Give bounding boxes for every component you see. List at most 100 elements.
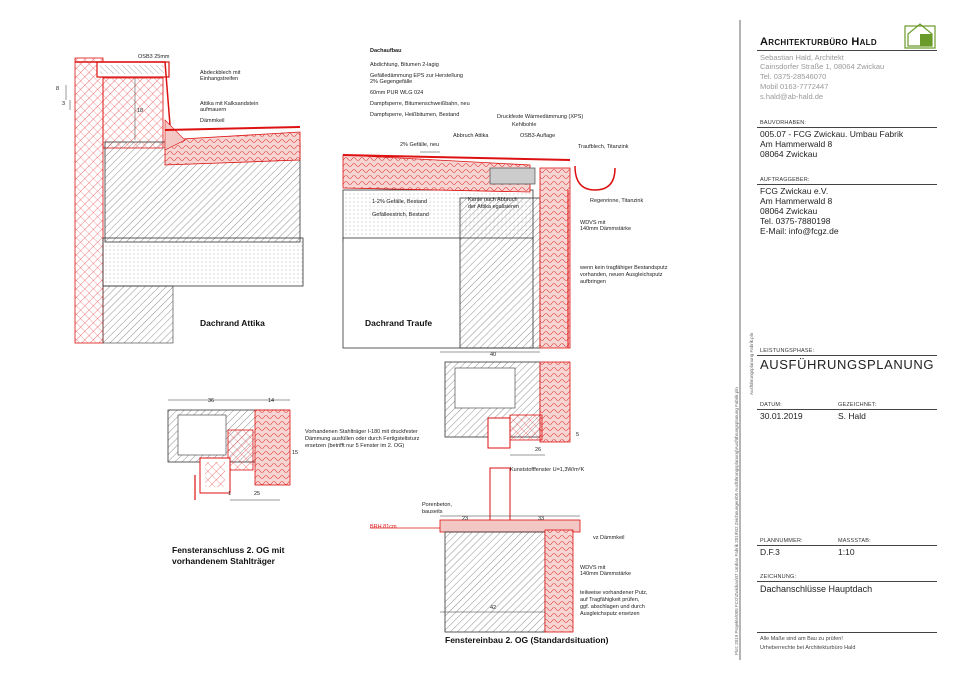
dim-18: 18 (137, 108, 144, 114)
plannummer-value: D.F.3 (760, 547, 780, 557)
label-gefaelle-neu: 2% Gefälle, neu (400, 142, 440, 148)
datum-value: 30.01.2019 (760, 411, 803, 421)
detail-attika (65, 57, 304, 344)
label-vz-daemmkeil: vz Dämmkeil (593, 535, 625, 541)
dim-5: 5 (576, 432, 580, 438)
label-stahl-1: Vorhandenen Stahlträger I-180 mit druckf… (305, 429, 418, 435)
auftraggeber-line-5: E-Mail: info@fcgz.de (760, 226, 839, 236)
label-wdvs-1: WDVS mit (580, 220, 606, 226)
dim-23: 23 (462, 516, 469, 522)
label-traufblech: Traufblech, Titanzink (578, 144, 629, 150)
label-brh: BRH 81cm (370, 524, 397, 530)
auftraggeber-label: AUFTRAGGEBER: (760, 177, 810, 183)
detail-traufe (342, 151, 616, 349)
detail-fenstereinbau (370, 351, 581, 633)
label-gefaelle-bestand: 1-2% Gefälle, Bestand (372, 199, 428, 205)
footer-line-1: Alle Maße sind am Bau zu prüfen! (760, 636, 843, 642)
datum-label: DATUM: (760, 402, 782, 408)
dim-25: 25 (254, 491, 261, 497)
dim-33: 33 (538, 516, 545, 522)
label-wdvs-2: 140mm Dämmstärke (580, 226, 632, 232)
office-name: Architekturbüro Hald (760, 36, 877, 48)
label-druckfest: Druckfeste Wärmedämmung (XPS) (497, 114, 584, 120)
label-putz4-3: ggf. abschlagen und durch (580, 604, 645, 610)
label-stahl-2: Dämmung ausfüllen oder durch Fertigstelt… (305, 436, 420, 442)
dachaufbau-line-1: Abdichtung, Bitumen 2-lagig (370, 62, 439, 68)
gezeichnet-label: GEZEICHNET: (838, 402, 877, 408)
title-fenster-1: Fensteranschluss 2. OG mit (172, 545, 285, 555)
address-line-2: Cainsdorfer Straße 1, 08064 Zwickau (760, 62, 885, 71)
label-attika-2: aufmauern (200, 107, 227, 113)
gezeichnet-value: S. Hald (838, 411, 866, 421)
massstab-value: 1:10 (838, 547, 855, 557)
address-line-3: Tel. 0375-28546070 (760, 72, 827, 81)
titleblock-frame (739, 20, 936, 660)
dim-26: 26 (535, 447, 542, 453)
label-wdvs2-1: WDVS mit (580, 565, 606, 571)
bauvorhaben-line-3: 08064 Zwickau (760, 149, 818, 159)
dim-42: 42 (490, 605, 497, 611)
address-line-5: s.hald@ab-hald.de (760, 92, 824, 101)
title-traufe: Dachrand Traufe (365, 318, 433, 328)
label-putz-1: wenn kein tragfähiger Bestandsputz (580, 265, 668, 271)
title-fenster-2: vorhandenem Stahlträger (172, 556, 275, 566)
footer-line-2: Urheberrechte bei Architekturbüro Hald (760, 645, 856, 651)
plannummer-label: PLANNUMMER: (760, 538, 803, 544)
label-porenbeton-2: bauseits (422, 509, 443, 515)
side-plot-path: Plot: 2019 Projekte\005 FCG\Zwickau\07 U… (734, 387, 739, 655)
label-kante-1: Kante nach Abbruch (468, 197, 518, 203)
dachaufbau-title: Dachaufbau (370, 48, 402, 54)
label-osb: OSB3 25mm (138, 54, 170, 60)
label-putz-2: vorhanden, neuen Ausgleichsputz (580, 272, 663, 278)
address-line-4: Mobil 0163-7772447 (760, 82, 829, 91)
label-abbruch: Abbruch Attika (453, 133, 489, 139)
label-osb-auflage: OSB3-Auflage (520, 133, 556, 139)
label-putz4-4: Ausgleichsputz ersetzen (580, 611, 640, 617)
label-putz-3: aufbringen (580, 279, 606, 285)
label-abdeck-1: Abdeckblech mit (200, 70, 241, 76)
dim-1: 1 (228, 491, 232, 497)
label-putz4-2: auf Tragfähigkeit prüfen, (580, 597, 640, 603)
label-putz4-1: teilweise vorhandener Putz, (580, 590, 648, 596)
bauvorhaben-line-1: 005.07 - FCG Zwickau. Umbau Fabrik (760, 129, 904, 139)
title-attika: Dachrand Attika (200, 318, 265, 328)
dim-36: 36 (208, 398, 215, 404)
label-daemmkeil: Dämmkeil (200, 118, 225, 124)
leistungsphase-value: AUSFÜHRUNGSPLANUNG (760, 357, 935, 372)
dim-8: 8 (56, 86, 60, 92)
bauvorhaben-line-2: Am Hammerwald 8 (760, 139, 833, 149)
detail-fensteranschluss (167, 399, 291, 501)
label-regenrinne: Regenrinne, Titanzink (590, 198, 644, 204)
dachaufbau-line-2: Gefälledämmung EPS zur Herstellung (370, 73, 463, 79)
auftraggeber-line-4: Tel. 0375-7880198 (760, 216, 831, 226)
zeichnung-value: Dachanschlüsse Hauptdach (760, 584, 873, 594)
auftraggeber-line-3: 08064 Zwickau (760, 206, 818, 216)
label-wdvs2-2: 140mm Dämmstärke (580, 571, 632, 577)
label-stahl-3: ersetzen (betrifft nur 5 Fenster im 2. O… (305, 443, 405, 449)
dachaufbau-line-5: Dampfsperre, Bitumenschweißbahn, neu (370, 101, 470, 107)
auftraggeber-line-2: Am Hammerwald 8 (760, 196, 833, 206)
title-fenstereinbau: Fenstereinbau 2. OG (Standardsituation) (445, 635, 609, 645)
label-kehlbohle: Kehlbohle (512, 122, 537, 128)
dachaufbau-line-4: 60mm PUR WLG 024 (370, 90, 424, 96)
dim-40: 40 (490, 352, 497, 358)
bauvorhaben-label: BAUVORHABEN: (760, 120, 807, 126)
auftraggeber-line-1: FCG Zwickau e.V. (760, 186, 829, 196)
dim-3: 3 (62, 101, 66, 107)
label-kante-2: der Attika egalisieren (468, 204, 520, 210)
dim-14: 14 (268, 398, 275, 404)
dachaufbau-line-3: 2% Gegengefälle (370, 79, 413, 85)
leistungsphase-label: LEISTUNGSPHASE: (760, 348, 815, 354)
label-abdeck-2: Einhangstreifen (200, 76, 239, 82)
label-kunststoff: Kunststofffenster U=1,3W/m²K (510, 467, 585, 473)
massstab-label: MAßSTAB: (838, 538, 871, 544)
dim-15: 15 (292, 450, 299, 456)
label-gefaelleestrich: Gefälleestrich, Bestand (372, 212, 429, 218)
side-plot-path-right: Ausführungsplanung Fabrik.pln (749, 332, 754, 395)
label-attika-1: Attika mit Kalksandstein (200, 101, 259, 107)
address-line-1: Sebastian Hald, Architekt (760, 53, 844, 62)
zeichnung-label: ZEICHNUNG: (760, 574, 797, 580)
dachaufbau-line-6: Dampfsperre, Heißbitumen, Bestand (370, 112, 460, 118)
label-porenbeton-1: Porenbeton, (422, 502, 452, 508)
